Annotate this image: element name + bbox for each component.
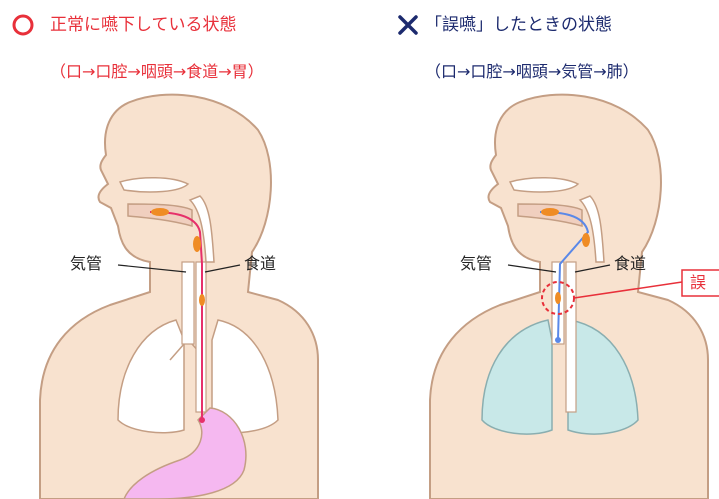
- food-bolus-trachea: [555, 292, 561, 304]
- arrow-head-stomach: [199, 417, 205, 423]
- food-bolus-mouth: [151, 208, 169, 216]
- food-bolus-mouth: [541, 208, 559, 216]
- aspiration-figure: [430, 95, 719, 499]
- callout-text: 誤: [690, 273, 706, 293]
- normal-swallow-figure: [40, 95, 318, 499]
- trachea: [182, 262, 194, 344]
- label-esophagus-right: 食道: [614, 254, 646, 274]
- cross-icon: [400, 17, 416, 33]
- food-bolus-pharynx: [582, 233, 590, 247]
- normal-title: 正常に嚥下している状態: [50, 14, 237, 36]
- normal-path: （口→口腔→咽頭→食道→胃）: [50, 62, 264, 82]
- ok-circle-icon: [14, 16, 32, 34]
- food-bolus-esophagus: [199, 294, 205, 306]
- arrow-head-lung: [555, 337, 561, 343]
- aspiration-path: （口→口腔→咽頭→気管→肺）: [425, 62, 639, 82]
- label-esophagus-left: 食道: [244, 254, 276, 274]
- label-trachea-right: 気管: [460, 254, 492, 274]
- aspiration-title: 「誤嚥」したときの状態: [425, 14, 612, 36]
- label-trachea-left: 気管: [70, 254, 102, 274]
- food-bolus-pharynx: [193, 236, 201, 252]
- body-silhouette: [40, 95, 318, 499]
